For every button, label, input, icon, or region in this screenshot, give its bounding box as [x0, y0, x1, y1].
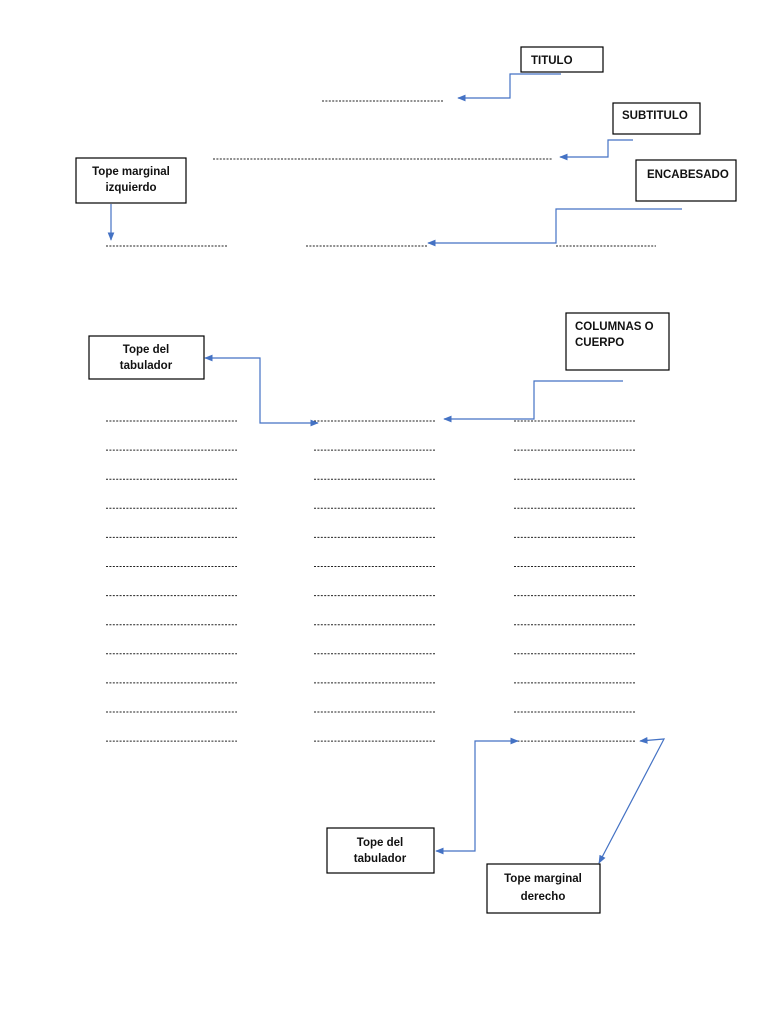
- titulo-label: TITULO: [531, 55, 573, 67]
- tope-tabulador-2-label-1: Tope del: [357, 837, 403, 849]
- columnas-cuerpo-label-1: COLUMNAS O: [575, 321, 654, 333]
- tope-marginal-derecho-label-1: Tope marginal: [504, 873, 582, 885]
- tope-tabulador-2-label-2: tabulador: [354, 853, 407, 865]
- tope-tabulador-1-label-2: tabulador: [120, 360, 173, 372]
- tope-tabulador-1-arrow: [204, 354, 319, 427]
- columnas-cuerpo-arrow: [443, 380, 623, 423]
- tope-marginal-izquierdo-label-2: izquierdo: [105, 182, 156, 194]
- body-columns: [106, 420, 636, 742]
- titulo-box: TITULO: [520, 46, 604, 73]
- encabesado-box: ENCABESADO: [635, 159, 737, 202]
- subtitulo-label: SUBTITULO: [622, 110, 688, 122]
- encabesado-label: ENCABESADO: [647, 169, 729, 181]
- titulo-arrow: [457, 73, 561, 102]
- columnas-cuerpo-box: COLUMNAS O CUERPO: [565, 312, 670, 371]
- tope-tabulador-2-box: Tope del tabulador: [326, 827, 435, 874]
- tope-tabulador-1-label-1: Tope del: [123, 344, 169, 356]
- tope-marginal-izquierdo-label-1: Tope marginal: [92, 166, 170, 178]
- subtitulo-box: SUBTITULO: [612, 102, 701, 135]
- tope-tabulador-1-box: Tope del tabulador: [88, 335, 205, 380]
- columnas-cuerpo-label-2: CUERPO: [575, 337, 624, 349]
- encabesado-arrow: [427, 208, 682, 247]
- tope-marginal-derecho-arrow: [598, 737, 666, 864]
- tope-marginal-derecho-box: Tope marginal derecho: [486, 863, 601, 914]
- subtitulo-arrow: [559, 139, 633, 161]
- tope-tabulador-2-arrow: [435, 737, 519, 855]
- tope-marginal-derecho-label-2: derecho: [521, 891, 566, 903]
- tope-marginal-izquierdo-box: Tope marginal izquierdo: [75, 157, 187, 204]
